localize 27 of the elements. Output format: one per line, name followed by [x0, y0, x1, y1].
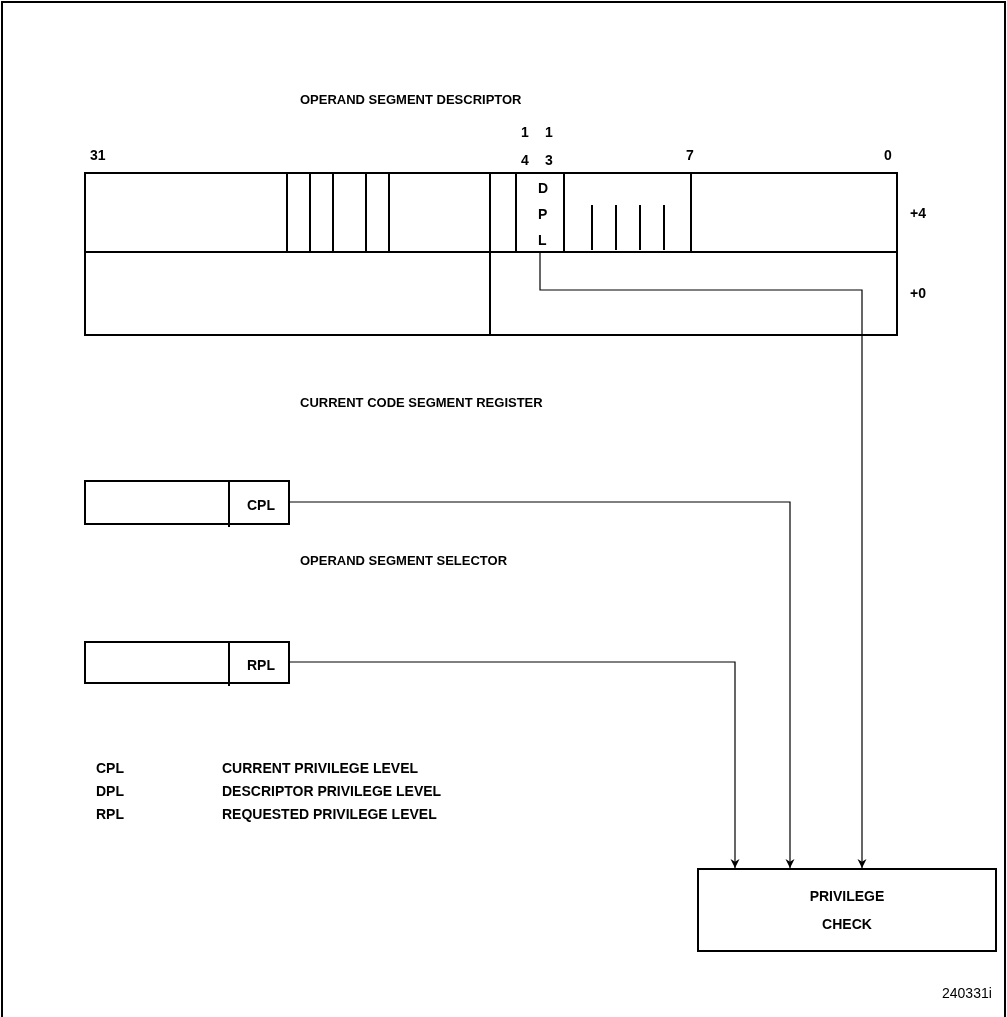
- register-box: [84, 641, 290, 684]
- abbreviation: DPL: [96, 783, 124, 799]
- offset-label: +4: [910, 205, 926, 221]
- privilege-field: CPL: [228, 482, 292, 527]
- bit-number: 0: [884, 147, 892, 163]
- bit-number: 14: [521, 123, 529, 170]
- arrow: [289, 661, 740, 869]
- abbreviation: CPL: [96, 760, 124, 776]
- bit-number: 13: [545, 123, 553, 170]
- register-title: CURRENT CODE SEGMENT REGISTER: [300, 395, 543, 410]
- figure-number: 240331i: [942, 985, 992, 1001]
- arrow: [539, 251, 867, 869]
- definition: DESCRIPTOR PRIVILEGE LEVEL: [222, 783, 442, 799]
- definition: CURRENT PRIVILEGE LEVEL: [222, 760, 419, 776]
- definition: REQUESTED PRIVILEGE LEVEL: [222, 806, 437, 822]
- bit-number: 7: [686, 147, 694, 163]
- descriptor-table: [84, 172, 898, 336]
- process-box: PRIVILEGE CHECK: [697, 868, 997, 952]
- register-title: OPERAND SEGMENT SELECTOR: [300, 553, 508, 568]
- register-box: [84, 480, 290, 525]
- abbreviation: RPL: [96, 806, 124, 822]
- offset-label: +0: [910, 285, 926, 301]
- arrow: [289, 501, 795, 869]
- register-title: OPERAND SEGMENT DESCRIPTOR: [300, 92, 522, 107]
- bit-number: 31: [90, 147, 106, 163]
- privilege-field: RPL: [228, 643, 292, 686]
- dpl-field: DPL: [518, 174, 566, 254]
